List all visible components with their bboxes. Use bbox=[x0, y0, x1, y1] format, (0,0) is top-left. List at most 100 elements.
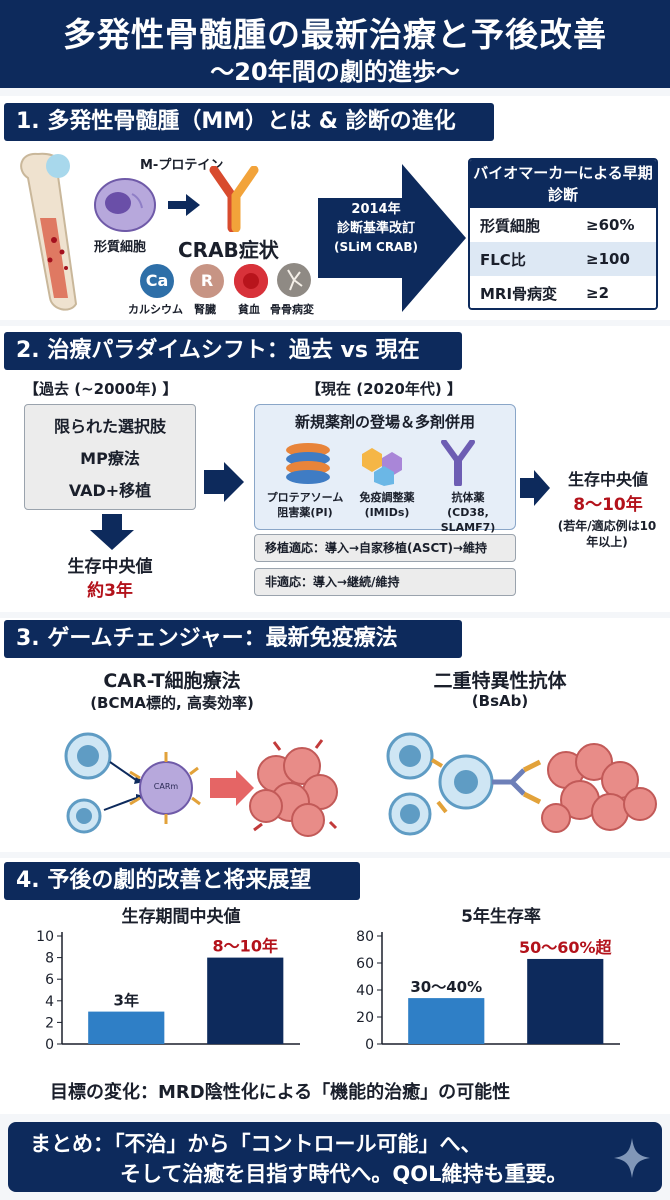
m-protein-label: M-プロテイン bbox=[140, 158, 224, 173]
biomarker-value: ≥2 bbox=[586, 284, 610, 302]
bar-data-label: 30〜40% bbox=[410, 978, 482, 996]
arrow-line-2: 診断基準改訂 bbox=[336, 221, 415, 236]
y-tick-label: 20 bbox=[356, 1010, 374, 1026]
summary-footer: まとめ：「不治」から「コントロール可能」へ、 そして治癒を目指す時代へ。QOL維… bbox=[8, 1122, 662, 1192]
drug-proteasome-label: プロテアソーム阻害薬(PI) bbox=[266, 491, 344, 519]
biomarker-value: ≥100 bbox=[586, 250, 630, 268]
plasma-cell-icon bbox=[94, 178, 156, 232]
bar bbox=[207, 957, 284, 1044]
crab-bone-label: 骨骨病変 bbox=[270, 303, 314, 316]
crab-anemia-label: 貧血 bbox=[238, 303, 260, 316]
plasma-cell-label: 形質細胞 bbox=[94, 240, 147, 255]
cart-title: CAR-T細胞療法 bbox=[103, 670, 241, 692]
arrow-down-icon bbox=[90, 514, 134, 550]
y-tick-label: 80 bbox=[356, 929, 374, 945]
present-label: 【現在 (2020年代) 】 bbox=[306, 380, 462, 398]
biomarker-row: 形質細胞 ≥60% bbox=[470, 208, 656, 242]
drug-antibody-sub: (CD38, SLAMF7) bbox=[440, 506, 496, 534]
drug-imid-label: 免疫調整薬 (IMIDs) bbox=[352, 490, 422, 520]
section-3-title: 3. ゲームチェンジャー：最新免疫療法 bbox=[4, 620, 462, 658]
biomarker-row: MRI骨病変 ≥2 bbox=[470, 276, 656, 308]
bsab-illustration bbox=[386, 732, 657, 836]
biomarker-title: バイオマーカーによる早期診断 bbox=[470, 160, 656, 208]
transplant-eligible-box: 移植適応：導入→自家移植(ASCT)→維持 bbox=[254, 534, 516, 562]
bar bbox=[408, 998, 485, 1044]
crab-bone-icon bbox=[277, 263, 311, 297]
drug-imid-name: 免疫調整薬 bbox=[359, 491, 415, 504]
y-tick-label: 0 bbox=[365, 1037, 374, 1053]
y-tick-label: 4 bbox=[45, 994, 54, 1010]
past-survival-label: 生存中央値 bbox=[67, 557, 153, 577]
present-survival-note: (若年/適応例は10年以上) bbox=[557, 519, 657, 549]
bar-data-label: 8〜10年 bbox=[213, 937, 278, 956]
y-tick-label: 6 bbox=[45, 972, 54, 988]
section-4-title: 4. 予後の劇的改善と将来展望 bbox=[4, 862, 360, 900]
past-survival-value: 約3年 bbox=[87, 581, 133, 601]
page-subtitle: 〜20年間の劇的進歩〜 bbox=[210, 58, 460, 86]
past-item: MP療法 bbox=[80, 449, 140, 468]
section-2-title: 2. 治療パラダイムシフト：過去 vs 現在 bbox=[4, 332, 462, 370]
crab-title: CRAB症状 bbox=[178, 238, 279, 262]
proteasome-icon bbox=[286, 443, 330, 484]
arrow-line-1: 2014年 bbox=[351, 202, 401, 217]
crab-kidney-icon: R bbox=[190, 264, 224, 298]
drug-antibody-name: 抗体薬 bbox=[451, 491, 485, 504]
biomarker-name: 形質細胞 bbox=[480, 216, 541, 235]
transplant-ineligible-box: 非適応：導入→継続/維持 bbox=[254, 568, 516, 596]
bsab-title: 二重特異性抗体 bbox=[433, 670, 567, 692]
summary-line-1: まとめ：「不治」から「コントロール可能」へ、 bbox=[30, 1132, 482, 1156]
biomarker-value: ≥60% bbox=[586, 216, 635, 234]
biomarker-name: FLC比 bbox=[480, 250, 526, 269]
drug-imid-sub: (IMIDs) bbox=[364, 506, 410, 519]
y-tick-label: 60 bbox=[356, 956, 374, 972]
present-box-title: 新規薬剤の登場＆多剤併用 bbox=[294, 413, 475, 431]
bsab-subtitle: (BsAb) bbox=[471, 692, 529, 710]
bar-data-label: 50〜60%超 bbox=[519, 938, 613, 957]
y-tick-label: 40 bbox=[356, 983, 374, 999]
bar bbox=[88, 1011, 165, 1044]
antibody-drug-icon bbox=[441, 440, 475, 486]
summary-line-2: そして治癒を目指す時代へ。QOL維持も重要。 bbox=[120, 1162, 568, 1186]
page-header: 多発性骨髄腫の最新治療と予後改善 〜20年間の劇的進歩〜 bbox=[0, 0, 670, 88]
cart-subtitle: (BCMA標的, 高奏効率) bbox=[90, 694, 254, 712]
y-tick-label: 8 bbox=[45, 951, 54, 967]
chart-median-survival: 生存期間中央値 0 2 4 6 8 10 3年 8〜10年 bbox=[36, 906, 300, 1053]
crab-calcium-label: カルシウム bbox=[128, 303, 183, 316]
cart-cell-label: CARm bbox=[153, 782, 179, 791]
arrow-line-3: (SLiM CRAB) bbox=[334, 240, 418, 254]
arrow-right-icon bbox=[204, 462, 244, 502]
sparkle-icon bbox=[614, 1138, 650, 1178]
y-tick-label: 10 bbox=[36, 929, 54, 945]
section-1-title: 1. 多発性骨髄腫（MM）とは & 診断の進化 bbox=[4, 103, 494, 141]
immunomodulator-icon bbox=[362, 448, 402, 486]
goal-text: 目標の変化：MRD陰性化による「機能的治癒」の可能性 bbox=[50, 1082, 511, 1103]
bar-data-label: 3年 bbox=[114, 992, 139, 1010]
drug-antibody-label: 抗体薬 (CD38, SLAMF7) bbox=[420, 490, 516, 535]
bone-illustration bbox=[20, 152, 78, 311]
biomarker-row: FLC比 ≥100 bbox=[470, 242, 656, 276]
past-item: 限られた選択肢 bbox=[53, 417, 166, 436]
bar bbox=[527, 958, 604, 1044]
chart-title: 生存期間中央値 bbox=[122, 906, 241, 927]
antibody-icon bbox=[209, 166, 259, 232]
biomarker-table: バイオマーカーによる早期診断 形質細胞 ≥60% FLC比 ≥100 MRI骨病… bbox=[468, 158, 658, 310]
present-survival-label: 生存中央値 bbox=[567, 470, 648, 489]
crab-calcium-icon: Ca bbox=[140, 264, 174, 298]
biomarker-name: MRI骨病変 bbox=[480, 284, 558, 303]
y-tick-label: 0 bbox=[45, 1037, 54, 1053]
page-title: 多発性骨髄腫の最新治療と予後改善 bbox=[63, 15, 607, 54]
arrow-right-icon bbox=[520, 470, 550, 506]
crab-kidney-label: 腎臓 bbox=[194, 303, 216, 316]
y-tick-label: 2 bbox=[45, 1015, 54, 1031]
chart-title: 5年生存率 bbox=[461, 906, 541, 927]
diagnosis-arrow-icon bbox=[318, 164, 466, 312]
cart-therapy-illustration bbox=[64, 732, 338, 837]
diagnosis-arrow-text: 2014年 診断基準改訂 (SLiM CRAB) bbox=[320, 200, 432, 257]
crab-anemia-icon bbox=[234, 264, 268, 298]
chart-5yr-survival: 5年生存率 0 20 40 60 80 30〜40% 50〜60%超 bbox=[356, 906, 620, 1053]
arrow-right-icon bbox=[168, 194, 200, 216]
past-item: VAD+移植 bbox=[68, 481, 152, 500]
past-box: 限られた選択肢 MP療法 VAD+移植 bbox=[24, 404, 196, 510]
present-survival-value: 8〜10年 bbox=[573, 495, 643, 515]
past-label: 【過去 (~2000年) 】 bbox=[24, 380, 178, 398]
